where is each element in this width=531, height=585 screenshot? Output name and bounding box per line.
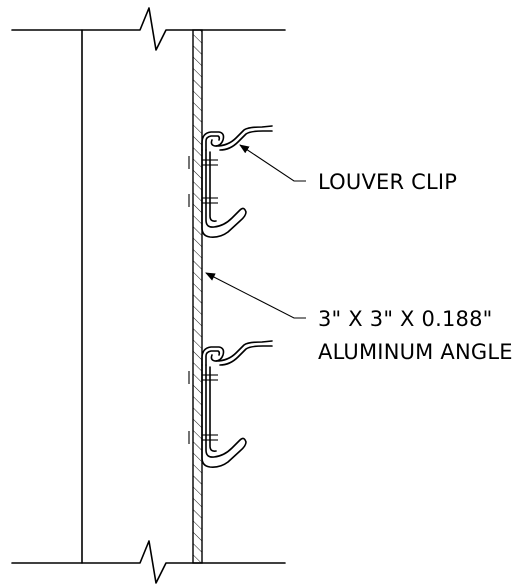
top-break-line	[11, 7, 286, 51]
aluminum-angle-material-label: ALUMINUM ANGLE	[318, 340, 513, 364]
louver-clip-upper	[188, 125, 273, 238]
aluminum-angle-leader	[205, 272, 306, 319]
bottom-break-line	[11, 540, 286, 584]
louver-clip-label: LOUVER CLIP	[318, 170, 457, 194]
louver-clip-lower	[188, 340, 273, 468]
aluminum-angle-size-label: 3" X 3" X 0.188"	[318, 307, 493, 331]
aluminum-angle-leg	[192, 29, 203, 564]
louver-clip-leader	[239, 144, 306, 182]
